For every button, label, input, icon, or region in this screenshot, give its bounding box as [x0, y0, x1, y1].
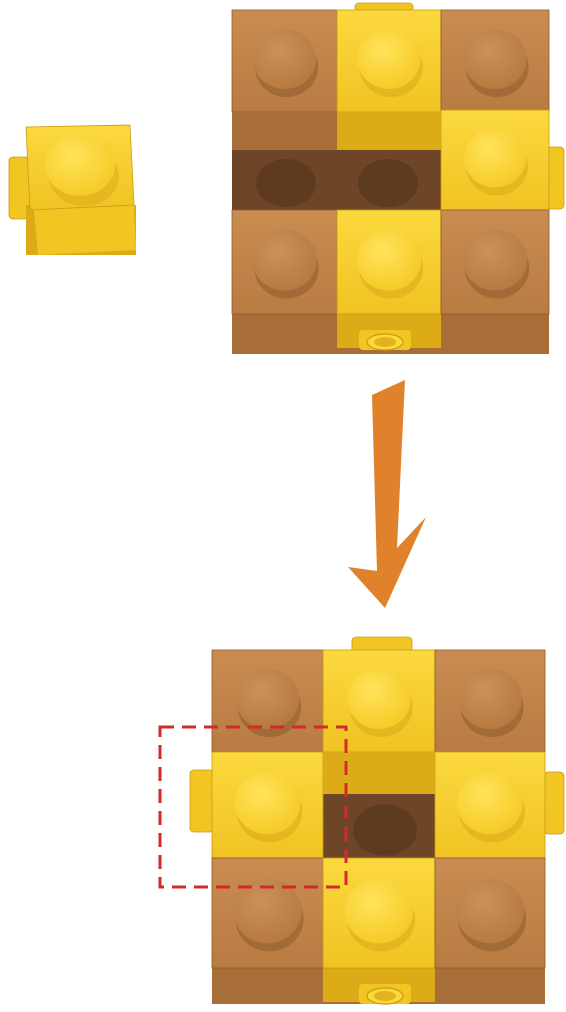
stud — [458, 668, 522, 730]
stud — [457, 771, 523, 835]
side-stud-left — [189, 769, 215, 833]
highlight-dashed-rect — [158, 725, 348, 889]
brick-front-face — [323, 752, 435, 794]
brick-front-face — [212, 964, 323, 1002]
brick-yellow — [322, 649, 436, 753]
cavity-stud — [358, 159, 418, 207]
brick-front-face — [232, 112, 337, 150]
brick-front-face — [435, 964, 545, 1002]
stud-hole — [374, 991, 396, 1001]
stud — [252, 229, 317, 291]
stud — [455, 878, 525, 944]
arrow-shape — [348, 380, 426, 608]
brick-yellow — [336, 209, 442, 348]
brick-yellow — [440, 109, 550, 211]
brick-brown — [211, 857, 324, 1002]
brick-yellow — [211, 751, 324, 859]
brick-brown — [231, 9, 338, 113]
side-stud-bottom — [359, 984, 411, 1005]
brick-brown — [211, 649, 324, 753]
brick-brown — [440, 9, 550, 113]
stud — [463, 28, 527, 90]
single-yellow-brick — [8, 124, 136, 255]
stud — [252, 28, 317, 90]
stud-hole — [374, 337, 396, 347]
side-stud-bottom — [359, 330, 411, 351]
stud — [462, 229, 528, 291]
stud — [347, 668, 411, 730]
assembly-after — [189, 636, 565, 1005]
stud — [344, 878, 414, 944]
brick-yellow — [434, 751, 546, 859]
brick-front-face — [232, 310, 337, 348]
stud — [356, 229, 422, 291]
brick-front-face — [441, 310, 549, 348]
stud — [234, 771, 301, 835]
stud — [235, 668, 300, 730]
assembly-before — [231, 2, 565, 354]
brick-yellow — [336, 9, 442, 113]
cavity-stud — [353, 804, 417, 856]
brick-yellow — [322, 857, 436, 1002]
stud — [45, 134, 115, 196]
stud — [464, 128, 526, 188]
brick-brown — [231, 209, 338, 348]
brick-brown — [440, 209, 550, 348]
brick-brown — [434, 857, 546, 1002]
stud — [233, 878, 302, 944]
stud — [357, 28, 421, 90]
highlight-box — [158, 725, 348, 889]
brick-brown — [434, 649, 546, 753]
brick-front-face — [337, 112, 441, 150]
down-arrow-icon — [348, 380, 426, 608]
side-stud-right — [543, 771, 565, 835]
cavity-stud — [256, 159, 316, 207]
